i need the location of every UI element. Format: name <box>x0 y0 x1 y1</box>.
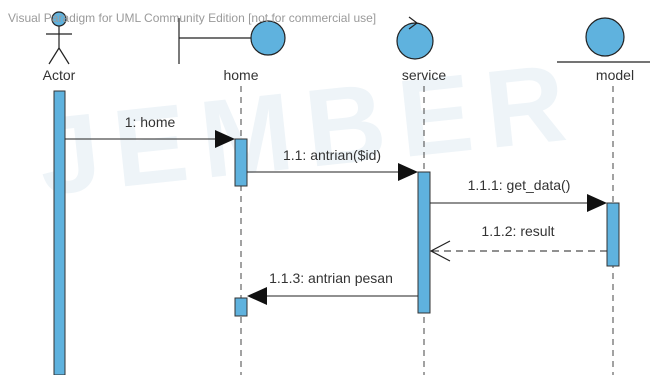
message-label: 1: home <box>125 114 176 130</box>
participant-label-actor: Actor <box>43 67 76 83</box>
message-label: 1.1.3: antrian pesan <box>269 270 393 286</box>
activation-actor <box>53 90 66 375</box>
message-1-1-1: 1.1.1: get_data() <box>430 177 607 212</box>
activation-home-2 <box>234 297 248 317</box>
entity-icon <box>557 17 650 63</box>
watermark-text: Visual Paradigm for UML Community Editio… <box>8 11 376 25</box>
message-label: 1.1.2: result <box>481 223 554 239</box>
message-label: 1.1: antrian($id) <box>283 147 381 163</box>
activation-service <box>417 171 431 314</box>
message-1: 1: home <box>65 114 235 148</box>
message-1-1-2: 1.1.2: result <box>429 223 607 262</box>
control-icon <box>396 16 434 60</box>
activation-model <box>606 202 620 267</box>
message-1-1: 1.1: antrian($id) <box>247 147 418 181</box>
participant-label-home: home <box>223 67 258 83</box>
actor-stick-figure-icon <box>46 11 72 65</box>
message-1-1-3: 1.1.3: antrian pesan <box>247 270 418 305</box>
message-label: 1.1.1: get_data() <box>468 177 571 193</box>
participant-label-service: service <box>402 67 447 83</box>
participant-label-model: model <box>596 67 634 83</box>
activation-home-1 <box>234 138 248 187</box>
boundary-icon <box>178 18 286 64</box>
